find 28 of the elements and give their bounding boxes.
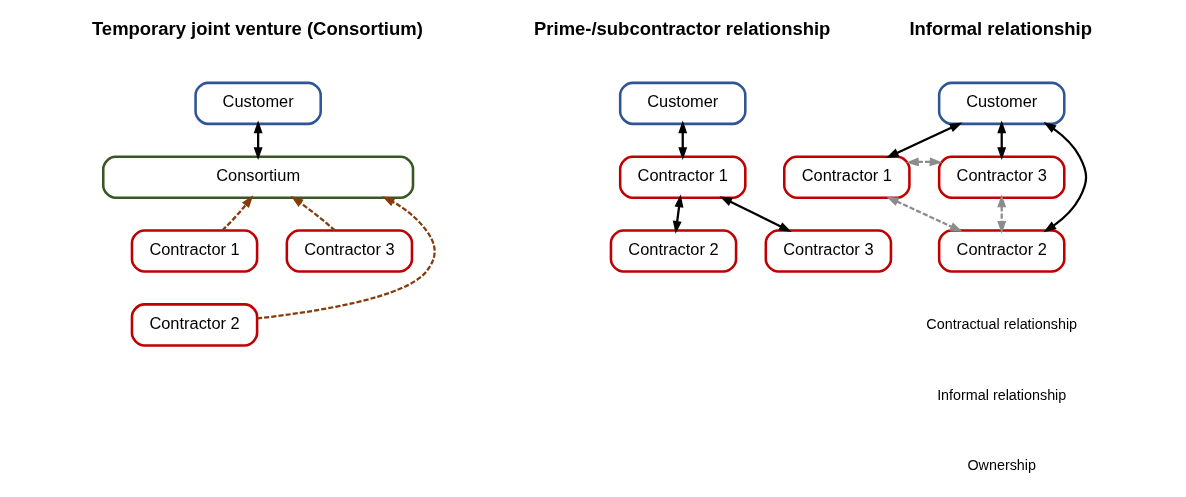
arrow: [719, 195, 792, 232]
node-box: Contractor 2: [937, 228, 1066, 273]
node-box: Contractor 1: [783, 154, 911, 199]
node-box: Customer: [194, 81, 322, 125]
arrow: [290, 195, 336, 231]
node-box: Customer: [937, 81, 1066, 125]
arrow: [1043, 121, 1088, 232]
node-box: Consortium: [102, 154, 415, 199]
legend-label: Contractual relationship: [926, 315, 1078, 332]
node-box: Contractor 1: [618, 154, 747, 199]
node-box: Contractor 1: [130, 228, 259, 273]
node-box: Contractor 3: [764, 228, 893, 273]
label: Informal relationship: [909, 17, 1092, 39]
arrow: [257, 195, 436, 320]
label: Temporary joint venture (Consortium): [91, 17, 423, 39]
legend-label: Ownership: [967, 456, 1036, 473]
arrow: [221, 194, 254, 231]
label: Prime-/subcontractor relationship: [534, 17, 831, 39]
arrow: [997, 193, 1007, 234]
node-box: Customer: [618, 81, 747, 125]
node-box: Contractor 2: [130, 302, 259, 347]
arrow: [906, 156, 943, 166]
node-box: Contractor 3: [937, 154, 1066, 199]
arrow: [886, 122, 963, 158]
arrow: [886, 195, 963, 232]
legend-label: Informal relationship: [937, 386, 1067, 403]
node-box: Contractor 2: [609, 228, 738, 273]
node-box: Contractor 3: [285, 228, 414, 273]
